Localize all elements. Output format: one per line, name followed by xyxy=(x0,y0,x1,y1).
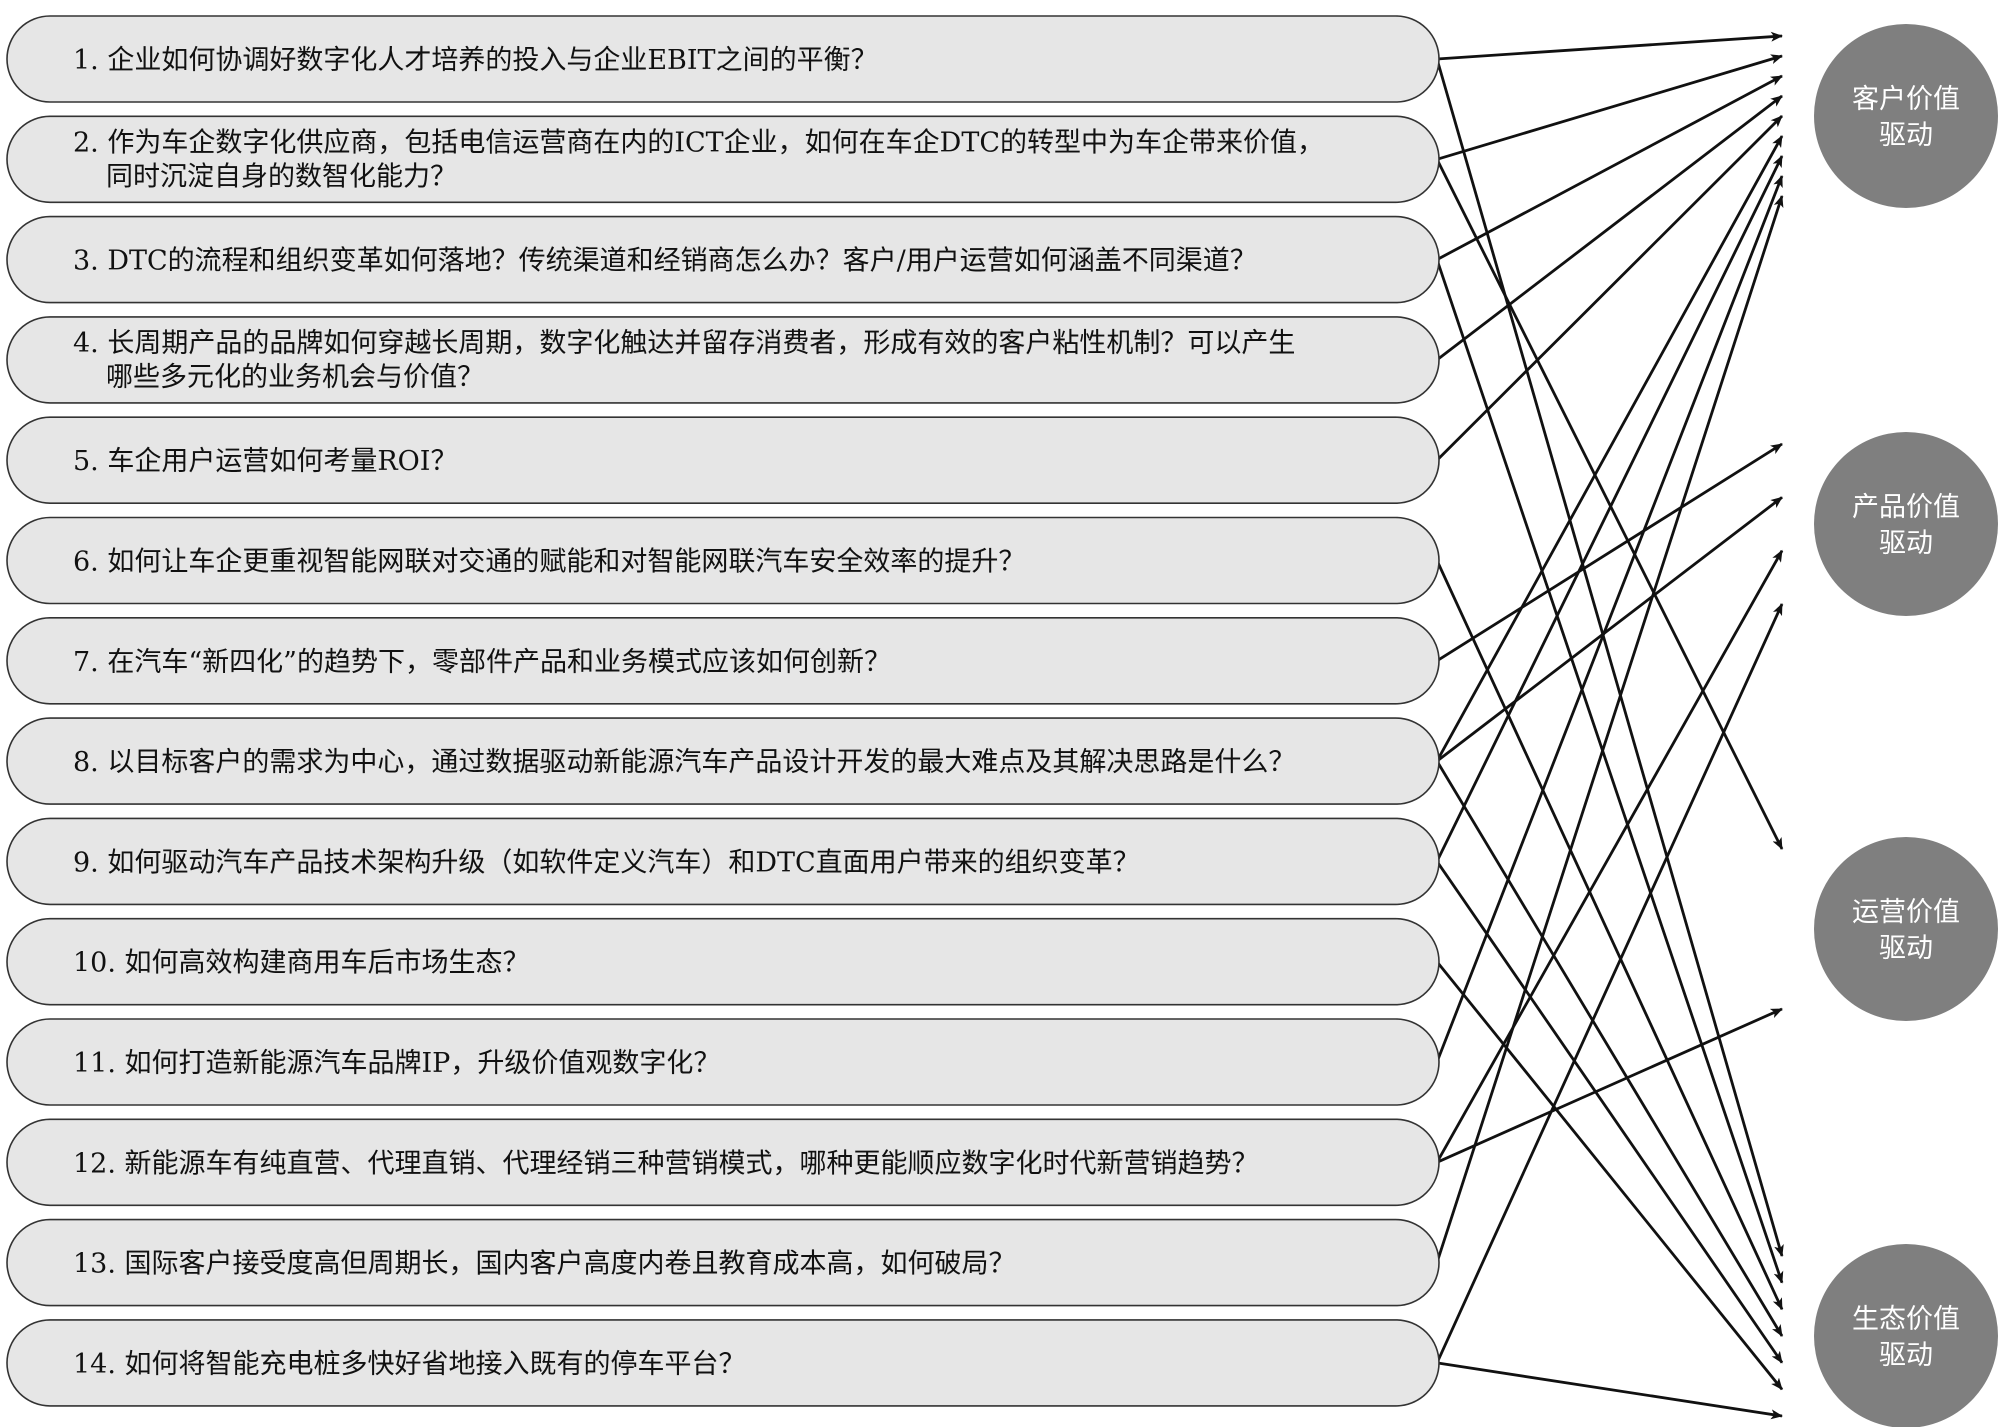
question-list: 1. 企业如何协调好数字化人才培养的投入与企业EBIT之间的平衡？ 2. 作为车企… xyxy=(6,15,1440,1407)
connection-arrow xyxy=(1436,1007,1783,1164)
hub-circle xyxy=(1814,432,1998,616)
question-box xyxy=(6,1118,1440,1207)
connection-arrow xyxy=(1435,760,1784,1337)
question-item: 14. 如何将智能充电桩多快好省地接入既有的停车平台？ xyxy=(6,1319,1440,1407)
hub-label: 运营价值 xyxy=(1852,897,1960,928)
hub-label: 驱动 xyxy=(1879,528,1933,559)
connection-arrow xyxy=(1435,155,1784,863)
question-text: 13. 国际客户接受度高但周期长，国内客户高度内卷且教育成本高，如何破局？ xyxy=(73,1249,1016,1280)
question-item: 13. 国际客户接受度高但周期长，国内客户高度内卷且教育成本高，如何破局？ xyxy=(6,1218,1440,1307)
question-box xyxy=(6,616,1440,705)
connection-arrow xyxy=(1435,559,1784,1311)
question-box xyxy=(6,115,1440,204)
question-item: 7. 在汽车“新四化”的趋势下，零部件产品和业务模式应该如何创新？ xyxy=(6,616,1440,705)
hub-label: 产品价值 xyxy=(1852,492,1960,523)
hub-label: 驱动 xyxy=(1879,120,1933,151)
question-text: 3. DTC的流程和组织变革如何落地？传统渠道和经销商怎么办？客户/用户运营如何… xyxy=(73,246,1257,277)
connection-arrows xyxy=(1435,31,1784,1420)
question-text: 11. 如何打造新能源汽车品牌IP，升级价值观数字化？ xyxy=(73,1048,720,1079)
question-box xyxy=(6,1018,1440,1106)
question-text: 10. 如何高效构建商用车后市场生态？ xyxy=(73,948,530,979)
question-box xyxy=(6,416,1440,505)
question-text: 14. 如何将智能充电桩多快好省地接入既有的停车平台？ xyxy=(73,1349,746,1380)
connection-arrow xyxy=(1436,94,1783,362)
question-text: 6. 如何让车企更重视智能网联对交通的赋能和对智能网联汽车安全效率的提升？ xyxy=(73,547,1025,578)
question-box xyxy=(6,1218,1440,1307)
question-box xyxy=(6,717,1440,805)
question-box xyxy=(6,215,1440,304)
question-box xyxy=(6,15,1440,103)
connection-arrow xyxy=(1435,960,1784,1391)
connection-arrow xyxy=(1435,58,1784,1257)
question-text: 9. 如何驱动汽车产品技术架构升级（如软件定义汽车）和DTC直面用户带来的组织变… xyxy=(73,847,1140,878)
question-item: 5. 车企用户运营如何考量ROI？ xyxy=(6,416,1440,505)
question-item: 6. 如何让车企更重视智能网联对交通的赋能和对智能网联汽车安全效率的提升？ xyxy=(6,516,1440,605)
connection-arrow xyxy=(1435,195,1784,1264)
hub-label: 驱动 xyxy=(1879,933,1933,964)
question-item: 11. 如何打造新能源汽车品牌IP，升级价值观数字化？ xyxy=(6,1018,1440,1106)
connection-arrow xyxy=(1435,603,1784,1364)
connection-arrow xyxy=(1435,135,1784,762)
question-item: 12. 新能源车有纯直营、代理直销、代理经销三种营销模式，哪种更能顺应数字化时代… xyxy=(6,1118,1440,1207)
question-item: 1. 企业如何协调好数字化人才培养的投入与企业EBIT之间的平衡？ xyxy=(6,15,1440,103)
question-text: 12. 新能源车有纯直营、代理直销、代理经销三种营销模式，哪种更能顺应数字化时代… xyxy=(73,1148,1259,1179)
connection-arrow xyxy=(1435,860,1784,1364)
question-box xyxy=(6,316,1440,404)
question-text: 7. 在汽车“新四化”的趋势下，零部件产品和业务模式应该如何创新？ xyxy=(73,647,891,678)
connection-arrow xyxy=(1436,74,1783,261)
question-text: 同时沉淀自身的数智化能力？ xyxy=(106,161,457,192)
question-box xyxy=(6,516,1440,605)
question-text: 8. 以目标客户的需求为中心，通过数据驱动新能源汽车产品设计开发的最大难点及其解… xyxy=(73,747,1295,778)
connection-arrow xyxy=(1436,31,1783,61)
question-item: 10. 如何高效构建商用车后市场生态？ xyxy=(6,917,1440,1006)
hub-label: 驱动 xyxy=(1879,1340,1933,1371)
question-text: 5. 车企用户运营如何考量ROI？ xyxy=(73,446,457,477)
question-item: 2. 作为车企数字化供应商，包括电信运营商在内的ICT企业，如何在车企DTC的转… xyxy=(6,115,1440,204)
question-item: 3. DTC的流程和组织变革如何落地？传统渠道和经销商怎么办？客户/用户运营如何… xyxy=(6,215,1440,304)
connection-arrow xyxy=(1436,1361,1783,1420)
connection-arrow xyxy=(1435,549,1784,1163)
hub-label: 客户价值 xyxy=(1852,84,1960,115)
question-box xyxy=(6,917,1440,1006)
question-text: 哪些多元化的业务机会与价值？ xyxy=(106,362,484,393)
connection-arrow xyxy=(1435,158,1784,850)
connection-arrow xyxy=(1435,175,1784,1063)
hub-label: 生态价值 xyxy=(1852,1304,1960,1335)
hub-circle xyxy=(1814,24,1998,208)
hub-circle xyxy=(1814,1244,1998,1427)
connection-arrow xyxy=(1436,115,1783,462)
question-text: 1. 企业如何协调好数字化人才培养的投入与企业EBIT之间的平衡？ xyxy=(73,45,878,76)
connection-arrow xyxy=(1435,259,1784,1284)
connection-arrow xyxy=(1436,54,1783,161)
hub-circle xyxy=(1814,837,1998,1021)
question-box xyxy=(6,1319,1440,1407)
question-text: 2. 作为车企数字化供应商，包括电信运营商在内的ICT企业，如何在车企DTC的转… xyxy=(73,127,1324,158)
question-item: 4. 长周期产品的品牌如何穿越长周期，数字化触达并留存消费者，形成有效的客户粘性… xyxy=(6,316,1440,404)
question-box xyxy=(6,817,1440,906)
question-item: 8. 以目标客户的需求为中心，通过数据驱动新能源汽车产品设计开发的最大难点及其解… xyxy=(6,717,1440,805)
question-item: 9. 如何驱动汽车产品技术架构升级（如软件定义汽车）和DTC直面用户带来的组织变… xyxy=(6,817,1440,906)
connection-arrow xyxy=(1436,496,1783,763)
connection-arrow xyxy=(1436,442,1783,662)
question-text: 4. 长周期产品的品牌如何穿越长周期，数字化触达并留存消费者，形成有效的客户粘性… xyxy=(73,328,1295,359)
